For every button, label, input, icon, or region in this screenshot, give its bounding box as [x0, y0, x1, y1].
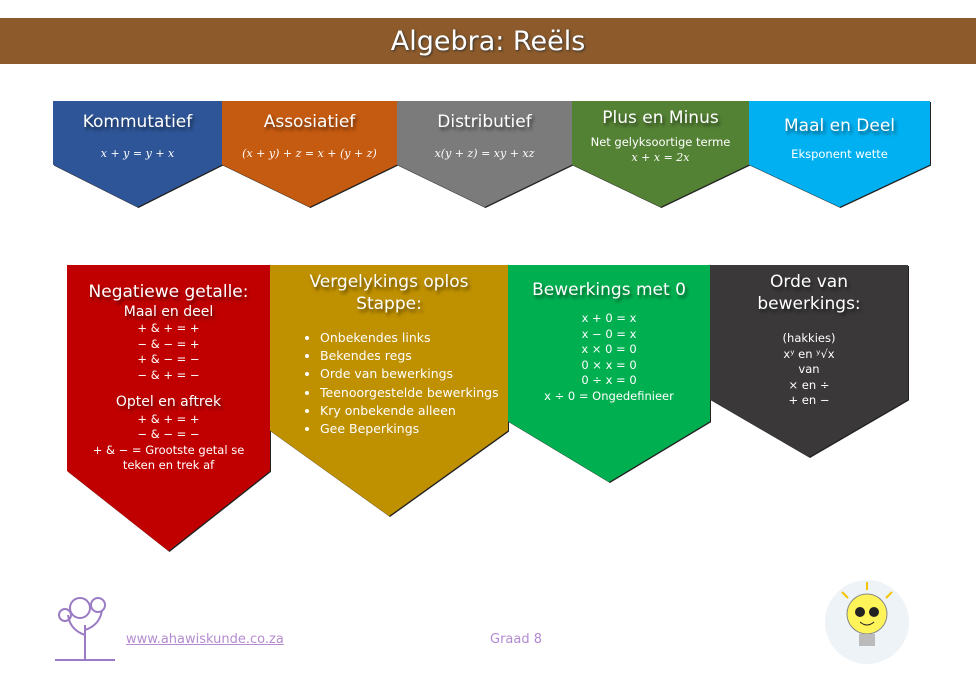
rule: + & + = +: [137, 411, 200, 426]
rule: 0 × x = 0: [581, 357, 637, 372]
rule: x − 0 = x: [581, 326, 637, 341]
rule: − & + = −: [137, 367, 200, 382]
order-line: × en ÷: [788, 377, 830, 392]
card-title: Plus en Minus: [602, 108, 719, 128]
card-title: Distributief: [437, 112, 532, 132]
card-text: Net gelyksoortige terme: [590, 135, 731, 150]
list-item: Onbekendes links: [320, 329, 508, 347]
rule: − & − = +: [137, 336, 200, 351]
rule: + & − = Grootste getal se teken en trek …: [92, 442, 245, 473]
card-formula: x + x = 2x: [631, 150, 690, 164]
order-line: (hakkies): [782, 331, 836, 346]
card-vergelykings: Vergelykings oplos Stappe: Onbekendes li…: [270, 265, 508, 516]
order-line: van: [798, 362, 820, 377]
card-title: Bewerkings met 0: [532, 280, 686, 300]
rule: − & − = −: [137, 427, 200, 442]
rule: x × 0 = 0: [581, 342, 637, 357]
list-item: Bekendes regs: [320, 347, 508, 365]
card-subtitle: Maal en deel: [123, 304, 214, 321]
rule: 0 ÷ x = 0: [581, 373, 637, 388]
card-formula: x(y + z) = xy + xz: [434, 147, 535, 161]
steps-list: Onbekendes links Bekendes regs Orde van …: [270, 329, 508, 438]
rule: + & − = −: [137, 352, 200, 367]
rule: x ÷ 0 = Ongedefinieer: [544, 388, 674, 403]
card-title: Negatiewe getalle:: [88, 282, 249, 302]
card-formula: x + y = y + x: [100, 147, 175, 161]
grade-label: Graad 8: [490, 632, 543, 647]
list-item: Orde van bewerkings: [320, 365, 508, 383]
list-item: Kry onbekende alleen: [320, 402, 508, 420]
lightbulb-mascot-icon: [825, 580, 909, 664]
website-link[interactable]: www.ahawiskunde.co.za: [126, 632, 284, 647]
card-formula: (x + y) + z = x + (y + z): [242, 147, 377, 161]
card-negatiewe-getalle: Negatiewe getalle: Maal en deel + & + = …: [67, 265, 270, 551]
rule: + & + = +: [137, 321, 200, 336]
page-title: Algebra: Reëls: [390, 25, 586, 57]
card-title: Assosiatief: [263, 112, 356, 132]
card-title: Vergelykings oplos Stappe:: [309, 272, 469, 315]
order-line: xʸ en ʸ√x: [783, 346, 835, 361]
tree-logo-icon: [55, 597, 115, 661]
card-subtitle: Optel en aftrek: [115, 394, 222, 411]
card-bewerkings-met-0: Bewerkings met 0 x + 0 = x x − 0 = x x ×…: [508, 265, 710, 482]
card-kommutatief: Kommutatief x + y = y + x: [53, 101, 222, 207]
list-item: Teenoorgestelde bewerkings: [320, 384, 508, 402]
list-item: Gee Beperkings: [320, 420, 508, 438]
card-orde-van-bewerkings: Orde van bewerkings: (hakkies) xʸ en ʸ√x…: [710, 265, 908, 457]
order-line: + en −: [788, 393, 830, 408]
card-title: Orde van bewerkings:: [757, 272, 861, 315]
title-bar: Algebra: Reëls: [0, 18, 976, 64]
card-maal-en-deel: Maal en Deel Eksponent wette: [749, 101, 930, 207]
card-assosiatief: Assosiatief (x + y) + z = x + (y + z): [222, 101, 397, 207]
card-text: Eksponent wette: [791, 147, 888, 162]
card-title: Kommutatief: [82, 112, 193, 132]
card-plus-en-minus: Plus en Minus Net gelyksoortige terme x …: [572, 101, 749, 207]
card-title: Maal en Deel: [784, 116, 895, 136]
rule: x + 0 = x: [581, 311, 637, 326]
card-distributief: Distributief x(y + z) = xy + xz: [397, 101, 572, 207]
